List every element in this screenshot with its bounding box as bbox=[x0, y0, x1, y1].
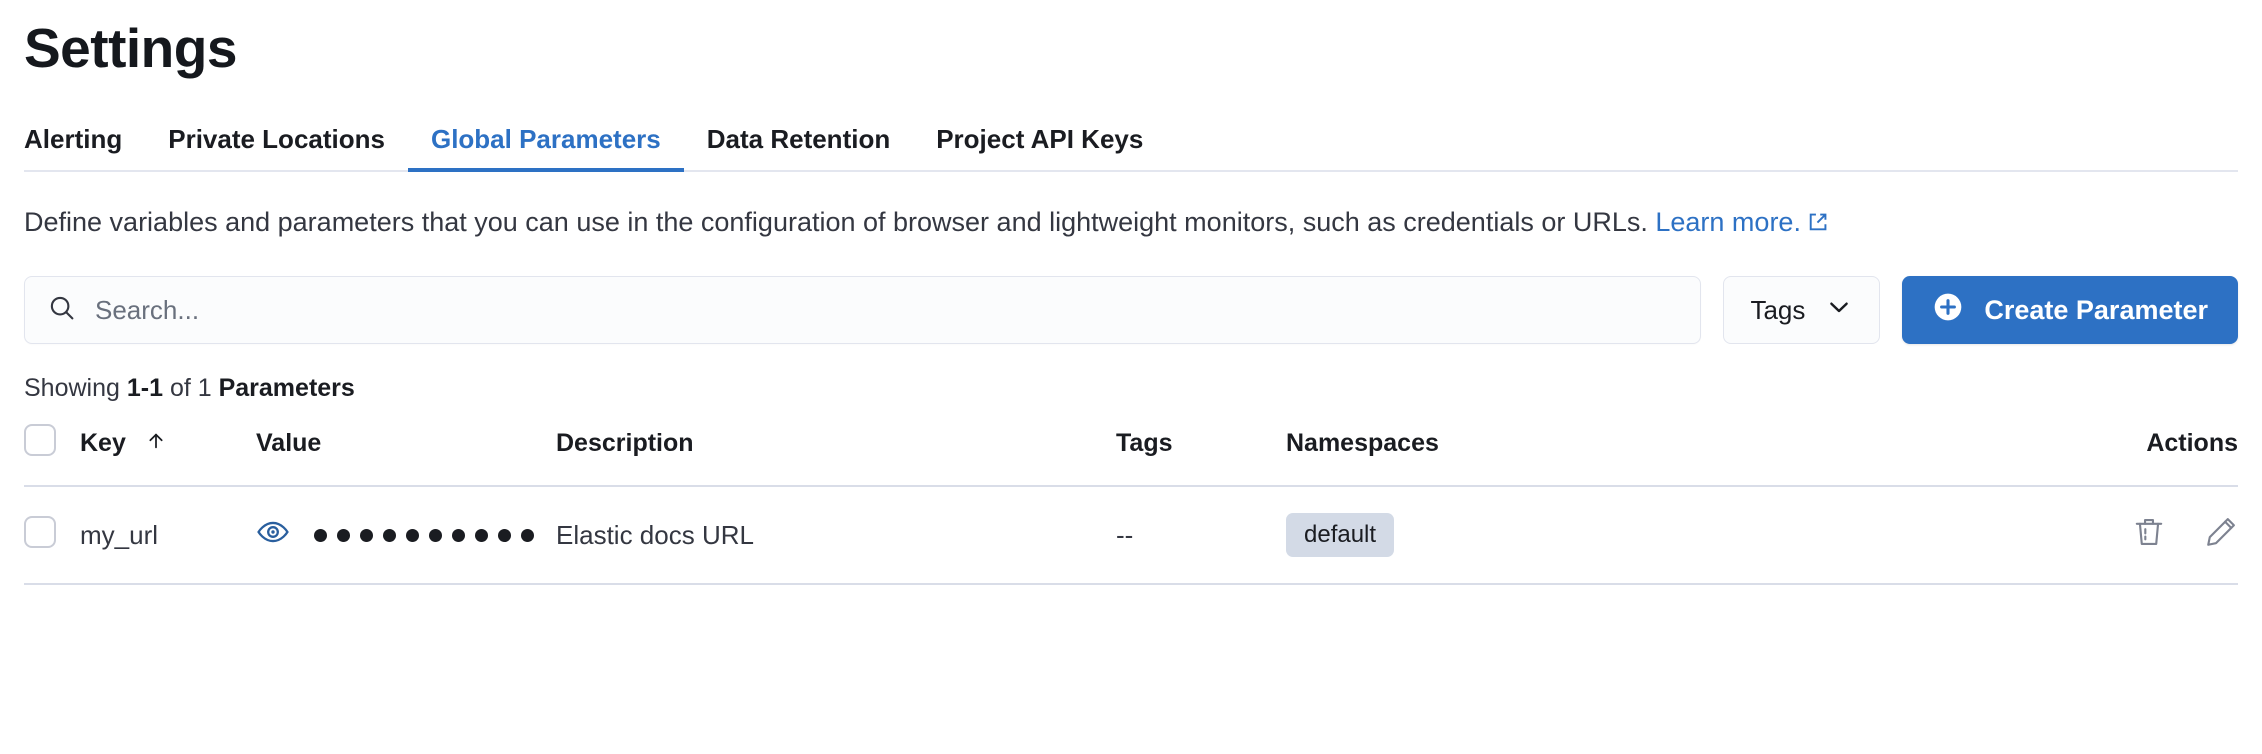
status-badge: default bbox=[1286, 513, 1395, 557]
column-header-namespaces[interactable]: Namespaces bbox=[1286, 424, 1886, 487]
learn-more-link[interactable]: Learn more. bbox=[1655, 207, 1801, 237]
table-header-row: Key Value Description Tags Namespaces Ac… bbox=[24, 424, 2238, 487]
eye-icon[interactable] bbox=[256, 515, 290, 556]
tab-project-api-keys[interactable]: Project API Keys bbox=[936, 124, 1144, 154]
row-description: Elastic docs URL bbox=[556, 486, 1116, 585]
results-middle: of 1 bbox=[163, 374, 219, 402]
row-actions bbox=[1886, 486, 2238, 585]
column-header-value[interactable]: Value bbox=[256, 424, 556, 487]
row-tags: -- bbox=[1116, 486, 1286, 585]
search-icon bbox=[47, 293, 77, 328]
arrow-up-icon bbox=[145, 430, 167, 459]
table-row: my_url bbox=[24, 486, 2238, 585]
section-description: Define variables and parameters that you… bbox=[24, 198, 2238, 248]
plus-circle-icon bbox=[1932, 291, 1964, 330]
results-prefix: Showing bbox=[24, 374, 127, 402]
row-value-cell bbox=[256, 486, 556, 585]
tab-global-parameters[interactable]: Global Parameters bbox=[407, 124, 684, 172]
parameters-table: Key Value Description Tags Namespaces Ac… bbox=[24, 424, 2238, 585]
row-select-checkbox[interactable] bbox=[24, 515, 56, 548]
masked-value-dots bbox=[314, 528, 534, 542]
search-placeholder: Search... bbox=[95, 294, 200, 325]
create-parameter-label: Create Parameter bbox=[1984, 294, 2208, 325]
toolbar: Search... Tags Create Parameter bbox=[24, 276, 2238, 344]
column-header-actions: Actions bbox=[1886, 424, 2238, 487]
tags-filter-label: Tags bbox=[1750, 294, 1806, 325]
column-header-key[interactable]: Key bbox=[80, 424, 256, 487]
row-key: my_url bbox=[80, 486, 256, 585]
settings-tabs: Alerting Private Locations Global Parame… bbox=[24, 110, 2238, 172]
row-namespaces: default bbox=[1286, 486, 1886, 585]
column-header-key-label: Key bbox=[80, 428, 126, 457]
tags-filter-button[interactable]: Tags bbox=[1723, 276, 1881, 344]
tab-data-retention[interactable]: Data Retention bbox=[706, 124, 891, 154]
tab-private-locations[interactable]: Private Locations bbox=[168, 124, 385, 154]
page-title: Settings bbox=[24, 17, 237, 79]
results-range: 1-1 bbox=[126, 374, 163, 402]
column-header-description[interactable]: Description bbox=[556, 424, 1116, 487]
external-link-icon[interactable] bbox=[1807, 200, 1829, 248]
row-select-cell bbox=[24, 486, 80, 585]
description-text: Define variables and parameters that you… bbox=[24, 207, 1656, 237]
select-all-checkbox[interactable] bbox=[24, 424, 56, 456]
results-count: Showing 1-1 of 1 Parameters bbox=[24, 374, 2238, 402]
tab-alerting[interactable]: Alerting bbox=[24, 124, 123, 154]
create-parameter-button[interactable]: Create Parameter bbox=[1902, 276, 2238, 344]
select-all-header bbox=[24, 424, 80, 487]
trash-icon[interactable] bbox=[2132, 515, 2166, 549]
results-suffix: Parameters bbox=[218, 374, 355, 402]
column-header-tags[interactable]: Tags bbox=[1116, 424, 1286, 487]
chevron-down-icon bbox=[1825, 293, 1853, 328]
search-input[interactable]: Search... bbox=[24, 276, 1702, 344]
pencil-icon[interactable] bbox=[2204, 515, 2238, 549]
